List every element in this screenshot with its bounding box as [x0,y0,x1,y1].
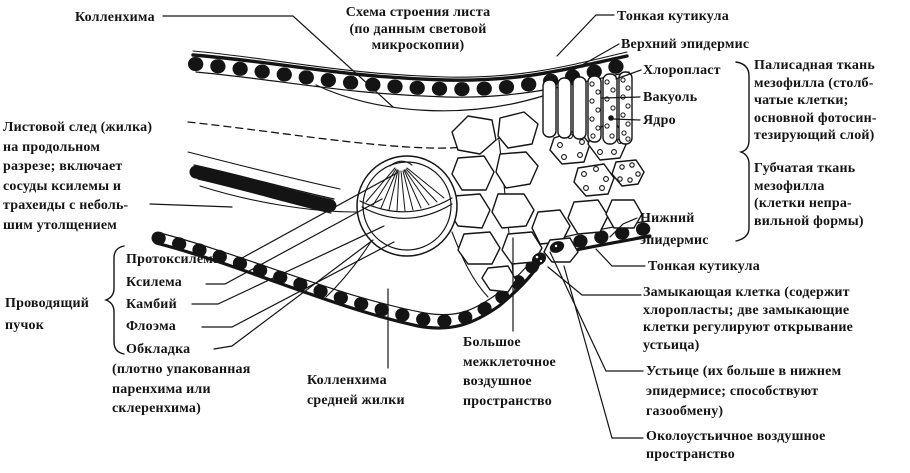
leader-vakuol [601,96,641,99]
upper-cuticle-line [191,53,629,82]
bundle-brace [104,245,125,355]
label-ustitse-block: Устьице (их больше в нижнем эпидермисе; … [646,364,842,419]
label-okoloustichnoe-block: Околоустьичное воздушное пространство [646,429,826,462]
midrib-right-boundary-2 [451,231,489,298]
label-protoksilema: Протоксилема [126,252,221,267]
leader-kollenhima-top [162,15,394,108]
guard-cell-right [549,241,565,253]
xylem-fan [365,167,445,212]
leader-tonkaya-kutikula-top [556,14,615,57]
label-tonkaya-kutikula-bottom: Тонкая кутикула [648,259,760,274]
leader-ksilema [205,198,383,285]
spongy-mesophyll [447,111,643,293]
lower-epidermis-cells-right [552,221,656,253]
guard-cell-left [531,252,547,266]
leaf-trace-hatching [189,165,339,213]
leader-zamykayushchaya [547,266,642,296]
leader-kambiy [191,225,385,305]
leader-obkladka [213,239,374,350]
label-floema: Флоэма [126,319,176,334]
leader-lines [149,14,646,439]
leader-okoloustichnoe [563,265,644,439]
label-zamykayushchaya-block: Замыкающая клетка (содержит хлоропласты;… [643,285,854,353]
leader-ustitse [549,251,644,372]
label-ksilema: Ксилема [126,275,182,290]
label-kollenhima-sredney-block: Колленхима средней жилки [307,373,405,408]
leader-nizhniy-epidermis [609,217,638,238]
palisade-cells [542,71,633,145]
label-palisadnaya-block: Палисадная ткань мезофилла (столб- чатые… [754,58,877,143]
label-khloroplast: Хлоропласт [643,63,721,78]
label-kollenhima-top: Колленхима [75,10,155,25]
diagram-title: Схема строения листа (по данным световой… [345,5,491,53]
leader-yadro [612,118,641,121]
cambium-arc-2 [361,203,453,219]
label-kambiy: Камбий [126,297,177,312]
label-nizhniy-epidermis: Нижний эпидермис [640,211,709,248]
label-listovoy-sled-block: Листовой след (жилка) на продольном разр… [3,120,153,233]
label-gubchataya-block: Губчатая ткань мезофилла (клетки непра- … [754,161,864,229]
label-obkladka: Обкладка [126,342,191,357]
mesophyll-brace [735,61,750,242]
label-verkhniy-epidermis: Верхний эпидермис [621,37,750,52]
label-vakuol: Вакуоль [643,90,698,105]
leader-verkhniy-epidermis [567,43,620,74]
label-yadro: Ядро [643,113,676,128]
leader-khloroplast [615,69,642,80]
stoma [531,241,565,266]
label-obkladka-note: (плотно упакованная паренхима или склере… [112,362,251,416]
label-provodyashchiy-block: Проводящий пучок [5,296,89,333]
leader-listovoy-sled [149,203,233,208]
protoxylem-notch [389,160,413,167]
lower-epidermis-cells-left [151,231,544,328]
midrib-left-boundary [325,239,373,298]
collenchyma-outline [315,84,547,112]
leader-protoksilema [241,172,398,259]
nucleus-dot [608,115,614,121]
upper-epidermis-cells [188,57,635,97]
leaf-trace [187,151,357,214]
label-tonkaya-kutikula-top: Тонкая кутикула [617,9,729,24]
leader-floema [201,241,395,328]
label-bolshoe-block: Большое межклеточное воздушное пространс… [463,335,556,409]
leader-tonkaya-kutikula-bottom [595,248,646,267]
